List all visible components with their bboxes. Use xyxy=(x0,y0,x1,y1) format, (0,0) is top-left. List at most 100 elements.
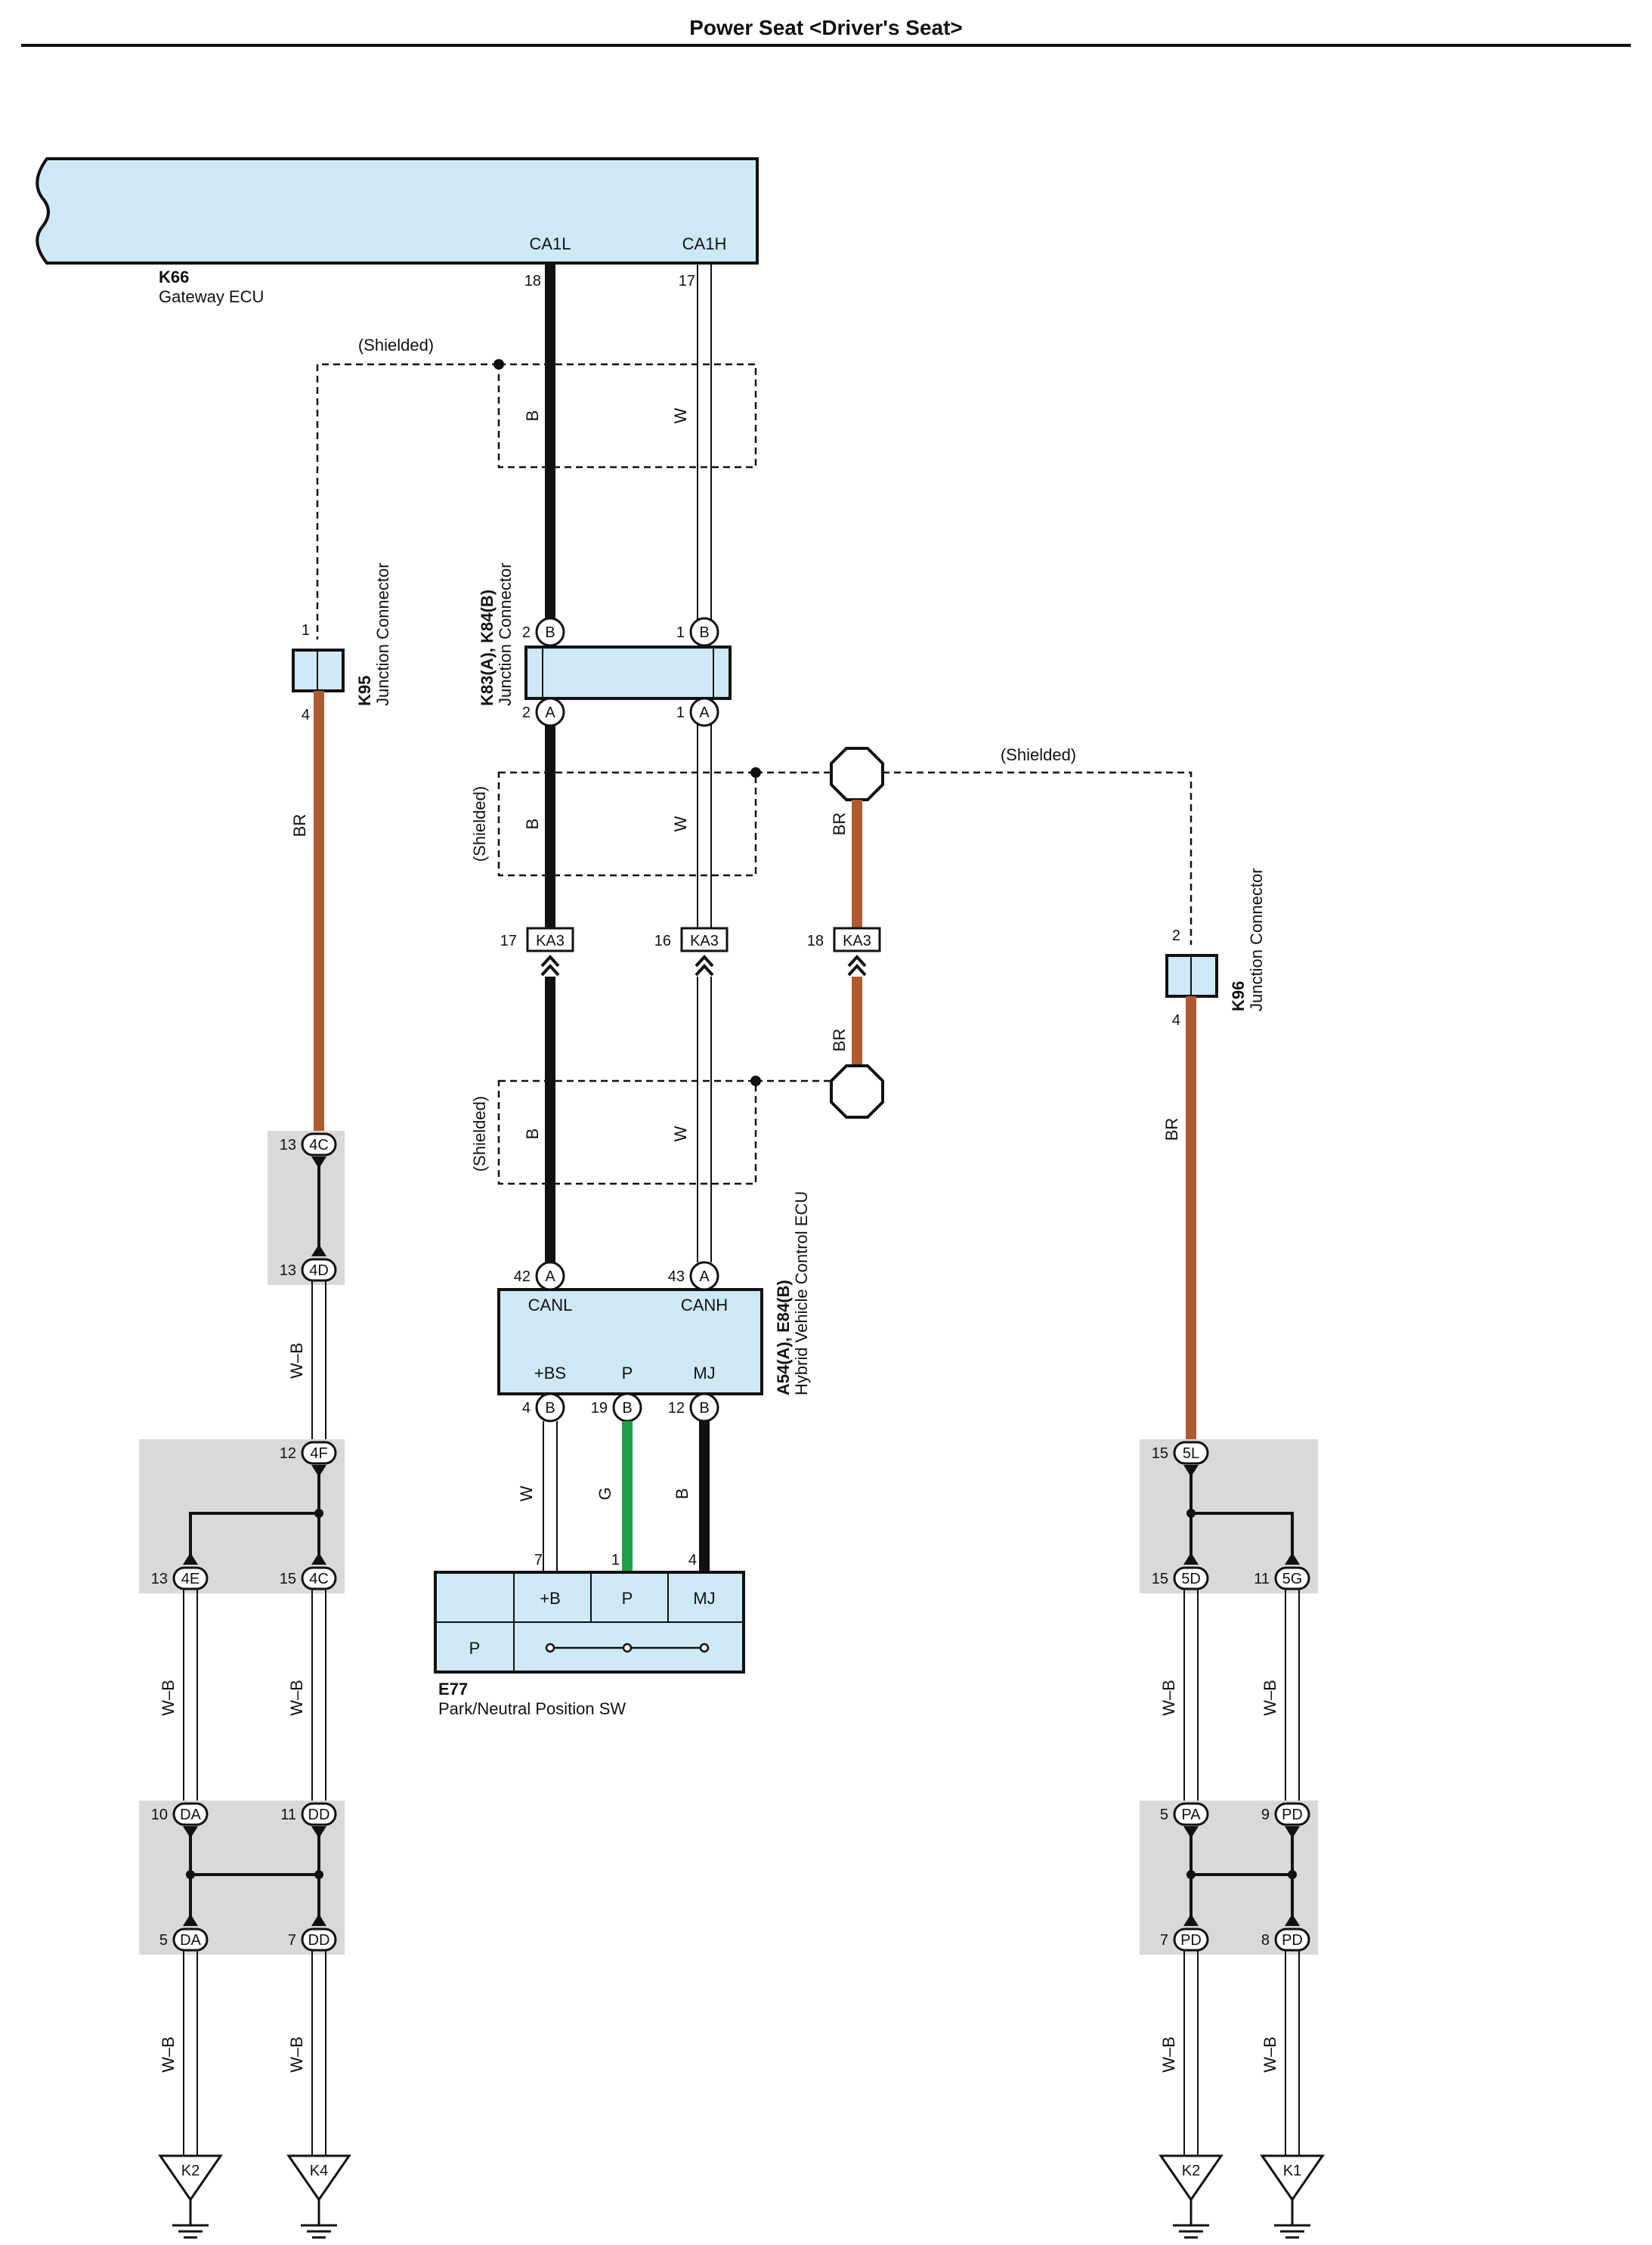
ground-label-k2-left: K2 xyxy=(181,2163,200,2179)
wire-color-wb-7: W–B xyxy=(1261,1680,1279,1716)
k83-pin-1-bot: 1 xyxy=(676,704,685,721)
splice-4e-pin: 13 xyxy=(151,1571,168,1587)
splice-5g-label: 5G xyxy=(1282,1571,1303,1587)
k95-name: Junction Connector xyxy=(373,562,392,706)
k96-pin-2: 2 xyxy=(1172,927,1180,944)
k96-junction-connector: 2 4 K96 Junction Connector xyxy=(1165,868,1266,1029)
wire-wb-left-2 xyxy=(183,1589,326,1802)
k96-id: K96 xyxy=(1229,981,1248,1011)
ground-k4: K4 xyxy=(286,2154,351,2239)
hv-id: A54(A), E84(B) xyxy=(774,1280,793,1395)
wire-color-wb-8: W–B xyxy=(1159,2036,1178,2073)
e77-switch-symbol xyxy=(545,1643,710,1653)
hv-name: Hybrid Vehicle Control ECU xyxy=(792,1191,811,1395)
hv-letter-b-1: B xyxy=(545,1400,555,1417)
ka3-pin-16: 16 xyxy=(654,933,671,949)
wire-color-g: G xyxy=(596,1487,614,1500)
splice-block-4f: 4F 12 4E 13 4C 15 xyxy=(139,1439,345,1593)
splice-4c2-pin: 15 xyxy=(280,1571,296,1587)
wire-color-w-2: W xyxy=(671,816,690,831)
shield-label-2: (Shielded) xyxy=(470,786,489,862)
splice-4d-pin: 13 xyxy=(280,1262,296,1279)
wire-color-b-2: B xyxy=(523,819,542,830)
splice-4e-label: 4E xyxy=(181,1571,200,1587)
gateway-pin-num-17: 17 xyxy=(679,273,695,290)
wire-color-wb-2: W–B xyxy=(159,1680,178,1716)
splice-4f-label: 4F xyxy=(310,1445,327,1462)
wire-color-wb-4: W–B xyxy=(159,2036,178,2073)
ground-label-k4: K4 xyxy=(310,2163,328,2179)
hv-control-ecu: A A 42 43 CANL CANH +BS P MJ B B B 4 19 … xyxy=(497,1191,811,1423)
splice-pd3-label: PD xyxy=(1282,1932,1303,1949)
splice-4c-pin: 13 xyxy=(280,1137,296,1153)
hv-pin-4: 4 xyxy=(522,1400,531,1417)
splice-block-4c-4d: 4C 13 4D 13 xyxy=(268,1131,345,1285)
gateway-pin-ca1l: CA1L xyxy=(529,234,571,253)
splice-da2-label: DA xyxy=(180,1932,201,1949)
shield-label-4: (Shielded) xyxy=(470,1096,489,1172)
gateway-name: Gateway ECU xyxy=(159,287,264,306)
ground-k1: K1 xyxy=(1260,2154,1325,2239)
wire-wb-left-3 xyxy=(183,1950,326,2156)
k95-id: K95 xyxy=(355,676,374,706)
k96-pin-4: 4 xyxy=(1172,1012,1180,1029)
splice-da2-pin: 5 xyxy=(159,1932,168,1949)
shield-box-2: (Shielded) B W xyxy=(470,767,831,877)
shield-box-1: (Shielded) B W xyxy=(316,336,757,639)
splice-pd2-label: PD xyxy=(1180,1932,1202,1949)
hv-p-label: P xyxy=(622,1364,633,1383)
hv-pin-19: 19 xyxy=(591,1400,608,1417)
k95-pin-4: 4 xyxy=(302,707,310,723)
wire-color-w-1: W xyxy=(671,407,690,423)
k83-id: K83(A), K84(B) xyxy=(478,590,497,706)
splice-block-5l: 5L 15 5D 15 5G 11 xyxy=(1140,1439,1318,1593)
hv-letter-b-2: B xyxy=(622,1400,632,1417)
ground-label-k1: K1 xyxy=(1283,2163,1301,2179)
k83-letter-a-l: A xyxy=(545,704,555,721)
ka3-label-18: KA3 xyxy=(843,933,871,949)
hv-mj-label: MJ xyxy=(693,1364,715,1383)
gateway-ecu: CA1L CA1H 18 17 K66 Gateway ECU xyxy=(36,157,759,306)
shield-label-1: (Shielded) xyxy=(358,336,434,355)
hv-canh-label: CANH xyxy=(681,1296,728,1314)
splice-4d-label: 4D xyxy=(309,1262,329,1279)
ground-label-k2-right: K2 xyxy=(1182,2163,1200,2179)
splice-pa-pin: 5 xyxy=(1160,1807,1168,1823)
splice-pd2-pin: 7 xyxy=(1160,1932,1168,1949)
k83-letter-b-r: B xyxy=(699,624,709,641)
wire-wb-right-1 xyxy=(1183,1589,1300,1802)
splice-dd1-pin: 11 xyxy=(280,1807,296,1823)
k83-pin-2-bot: 2 xyxy=(522,704,531,721)
wire-color-br-2: BR xyxy=(1162,1118,1181,1141)
wire-color-br-3: BR xyxy=(830,813,849,836)
ka3-pin-17: 17 xyxy=(500,933,517,949)
e77-p-label: P xyxy=(622,1589,633,1608)
k95-pin-1: 1 xyxy=(302,622,310,639)
splice-dd1-label: DD xyxy=(308,1807,330,1823)
shield-label-3: (Shielded) xyxy=(1001,745,1076,764)
hv-letter-a-1: A xyxy=(545,1268,555,1285)
splice-5l-pin: 15 xyxy=(1152,1445,1168,1462)
e77-id: E77 xyxy=(438,1680,468,1698)
hv-pin-43: 43 xyxy=(668,1268,685,1285)
hv-canl-label: CANL xyxy=(528,1296,573,1314)
splice-da1-pin: 10 xyxy=(151,1807,168,1823)
k83-junction-connector: B B A A 2 1 2 1 K83(A), K84(B) Junction … xyxy=(478,562,732,727)
wire-color-wb-5: W–B xyxy=(287,2036,306,2073)
wire-wb-left-1 xyxy=(311,1280,326,1441)
ground-k2-right: K2 xyxy=(1159,2154,1224,2239)
wire-color-w-3: W xyxy=(671,1126,690,1141)
k83-pin-1-top: 1 xyxy=(676,624,685,641)
splice-4f-pin: 12 xyxy=(280,1445,296,1462)
splice-pd1-pin: 9 xyxy=(1261,1807,1270,1823)
k83-pin-2-top: 2 xyxy=(522,624,531,641)
k96-name: Junction Connector xyxy=(1247,868,1266,1011)
hv-bs-label: +BS xyxy=(534,1364,566,1383)
splice-5g-pin: 11 xyxy=(1254,1571,1270,1587)
e77-b-label: +B xyxy=(540,1589,561,1608)
splice-5l-label: 5L xyxy=(1183,1445,1199,1462)
ka3-pin-18: 18 xyxy=(807,933,824,949)
ka3-label-16: KA3 xyxy=(690,933,719,949)
k83-letter-a-r: A xyxy=(699,704,710,721)
k83-letter-b-l: B xyxy=(545,624,555,641)
